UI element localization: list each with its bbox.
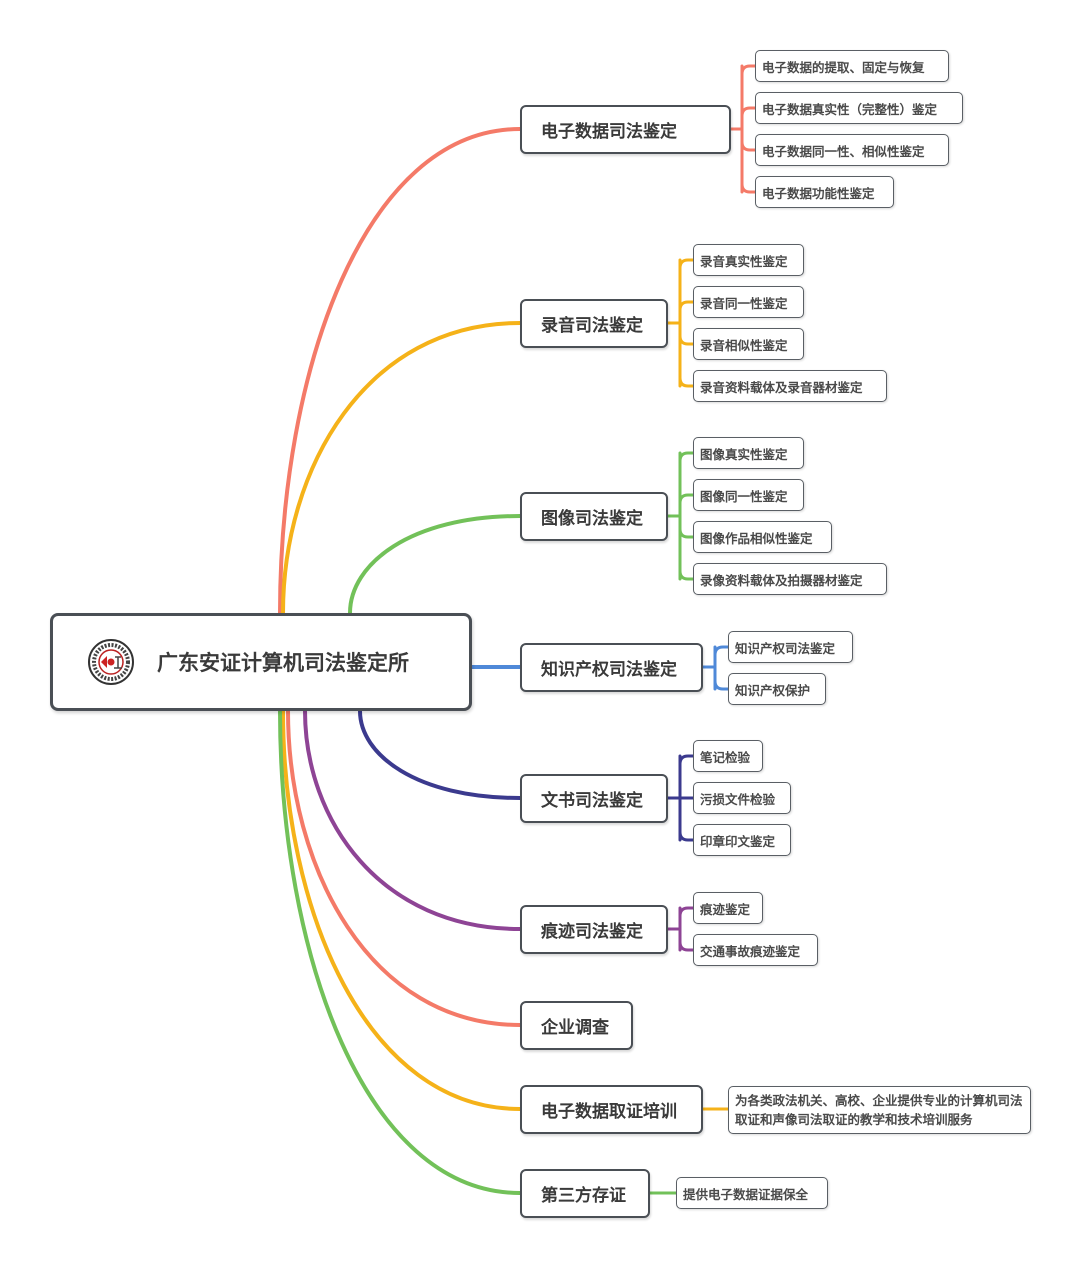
branch-document[interactable]: 文书司法鉴定 (520, 774, 668, 823)
leaf-item[interactable]: 录音真实性鉴定 (693, 244, 804, 276)
root-title: 广东安证计算机司法鉴定所 (157, 651, 409, 675)
leaf-connector (740, 182, 757, 194)
branch-connector (278, 127, 522, 615)
leaf-connector (678, 334, 695, 346)
leaf-item[interactable]: 为各类政法机关、高校、企业提供专业的计算机司法取证和声像司法取证的教学和技术培训… (728, 1086, 1031, 1134)
branch-label: 电子数据取证培训 (541, 1102, 677, 1122)
branch-connector (281, 709, 522, 1111)
seal-logo-icon (88, 639, 134, 685)
branch-label: 文书司法鉴定 (541, 791, 643, 811)
leaf-label: 电子数据同一性、相似性鉴定 (762, 143, 925, 159)
leaf-label: 印章印文鉴定 (700, 833, 776, 849)
leaf-label: 污损文件检验 (700, 791, 776, 807)
branch-label: 企业调查 (541, 1018, 609, 1038)
leaf-item[interactable]: 电子数据同一性、相似性鉴定 (755, 134, 949, 166)
leaf-connector (713, 645, 730, 657)
branch-label: 痕迹司法鉴定 (541, 922, 643, 942)
leaf-item[interactable]: 印章印文鉴定 (693, 824, 791, 856)
leaf-label: 知识产权保护 (735, 682, 811, 698)
leaf-label: 笔记检验 (700, 749, 751, 765)
branch-connector (358, 709, 522, 800)
branch-connector (278, 709, 522, 1195)
leaf-connector (678, 569, 695, 581)
leaf-item[interactable]: 笔记检验 (693, 740, 763, 772)
leaf-label: 电子数据的提取、固定与恢复 (762, 59, 925, 75)
branch-connector (281, 321, 522, 615)
leaf-item[interactable]: 痕迹鉴定 (693, 892, 763, 924)
leaf-label: 为各类政法机关、高校、企业提供专业的计算机司法取证和声像司法取证的教学和技术培训… (735, 1093, 1023, 1127)
branch-third-party[interactable]: 第三方存证 (520, 1169, 650, 1218)
leaf-item[interactable]: 污损文件检验 (693, 782, 791, 814)
leaf-connector (740, 140, 757, 152)
branch-ip[interactable]: 知识产权司法鉴定 (520, 643, 703, 692)
branch-label: 图像司法鉴定 (541, 509, 643, 529)
leaf-label: 图像同一性鉴定 (700, 488, 788, 504)
leaf-connector (713, 679, 730, 691)
leaf-label: 录音资料载体及录音器材鉴定 (700, 379, 863, 395)
leaf-item[interactable]: 交通事故痕迹鉴定 (693, 934, 818, 966)
branch-label: 知识产权司法鉴定 (541, 660, 677, 680)
branch-label: 录音司法鉴定 (541, 316, 643, 336)
leaf-connector (678, 527, 695, 539)
leaf-label: 图像作品相似性鉴定 (700, 530, 813, 546)
branch-audio[interactable]: 录音司法鉴定 (520, 299, 668, 348)
leaf-connector (678, 906, 695, 918)
leaf-label: 图像真实性鉴定 (700, 446, 788, 462)
branch-image[interactable]: 图像司法鉴定 (520, 492, 668, 541)
leaf-label: 电子数据功能性鉴定 (762, 185, 875, 201)
leaf-label: 录音同一性鉴定 (700, 295, 788, 311)
leaf-label: 知识产权司法鉴定 (735, 640, 836, 656)
leaf-label: 痕迹鉴定 (700, 901, 751, 917)
leaf-item[interactable]: 知识产权保护 (728, 673, 826, 705)
leaf-item[interactable]: 电子数据功能性鉴定 (755, 176, 894, 208)
branch-connector (303, 709, 522, 931)
leaf-connector (678, 376, 695, 388)
leaf-connector (678, 493, 695, 505)
leaf-item[interactable]: 知识产权司法鉴定 (728, 631, 853, 663)
leaf-item[interactable]: 图像真实性鉴定 (693, 437, 804, 469)
leaf-label: 电子数据真实性（完整性）鉴定 (762, 101, 938, 117)
leaf-connector (678, 754, 695, 766)
leaf-item[interactable]: 图像同一性鉴定 (693, 479, 804, 511)
branch-trace[interactable]: 痕迹司法鉴定 (520, 905, 668, 954)
branch-enterprise[interactable]: 企业调查 (520, 1001, 633, 1050)
leaf-label: 录像资料载体及拍摄器材鉴定 (700, 572, 863, 588)
leaf-label: 交通事故痕迹鉴定 (700, 943, 801, 959)
leaf-connector (678, 258, 695, 270)
leaf-connector (678, 451, 695, 463)
leaf-item[interactable]: 电子数据真实性（完整性）鉴定 (755, 92, 963, 124)
leaf-item[interactable]: 图像作品相似性鉴定 (693, 521, 832, 553)
branch-connector (348, 514, 522, 615)
leaf-item[interactable]: 录音同一性鉴定 (693, 286, 804, 318)
leaf-connector (740, 106, 757, 118)
branch-label: 电子数据司法鉴定 (541, 122, 677, 142)
leaf-label: 提供电子数据证据保全 (683, 1186, 809, 1202)
leaf-item[interactable]: 录音相似性鉴定 (693, 328, 804, 360)
leaf-item[interactable]: 录像资料载体及拍摄器材鉴定 (693, 563, 887, 595)
branch-connector (286, 709, 522, 1027)
branch-electronic-data[interactable]: 电子数据司法鉴定 (520, 105, 731, 154)
branch-label: 第三方存证 (541, 1186, 626, 1206)
leaf-item[interactable]: 电子数据的提取、固定与恢复 (755, 50, 949, 82)
leaf-connector (740, 64, 757, 76)
root-node[interactable]: 广东安证计算机司法鉴定所 (50, 613, 472, 711)
leaf-connector (678, 940, 695, 952)
leaf-label: 录音相似性鉴定 (700, 337, 788, 353)
leaf-item[interactable]: 提供电子数据证据保全 (676, 1177, 828, 1209)
branch-training[interactable]: 电子数据取证培训 (520, 1085, 703, 1134)
leaf-item[interactable]: 录音资料载体及录音器材鉴定 (693, 370, 887, 402)
leaf-label: 录音真实性鉴定 (700, 253, 788, 269)
leaf-connector (678, 830, 695, 842)
leaf-connector (678, 300, 695, 312)
